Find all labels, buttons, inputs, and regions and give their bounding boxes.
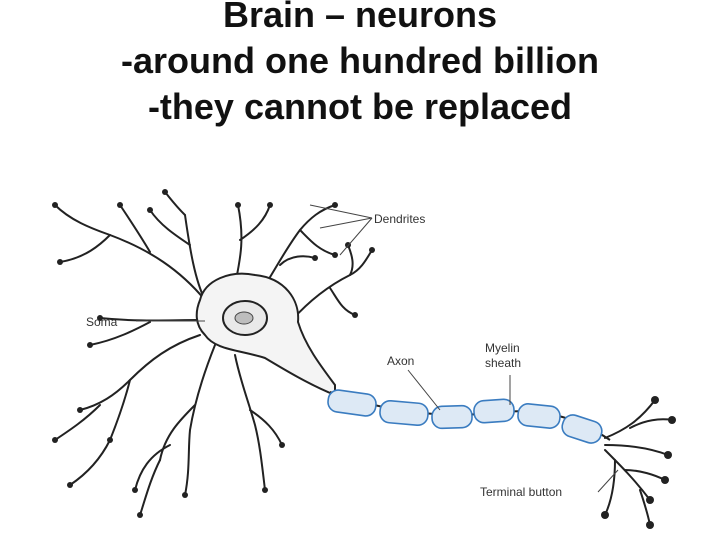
- terminal-buttons: [601, 396, 676, 529]
- title-line-3: -they cannot be replaced: [147, 86, 573, 127]
- slide-title: Brain – neurons -around one hundred bill…: [0, 0, 720, 130]
- label-soma: Soma: [86, 315, 118, 329]
- soma: [195, 272, 336, 397]
- dendrites: [54, 191, 373, 516]
- title-line-2: -around one hundred billion: [121, 40, 599, 81]
- title-line-1: Brain – neurons: [222, 0, 498, 35]
- label-terminal-button: Terminal button: [480, 485, 562, 499]
- label-leaders: [136, 204, 619, 493]
- myelin-sheath: [327, 389, 603, 444]
- label-axon: Axon: [387, 354, 414, 368]
- label-dendrites: Dendrites: [374, 212, 425, 226]
- axon-terminals: [604, 399, 673, 526]
- neuron-diagram: Dendrites Soma Axon Myelin sheath Termin…: [52, 189, 676, 529]
- label-myelin-line2: sheath: [485, 356, 521, 370]
- label-myelin-line1: Myelin: [485, 341, 520, 355]
- dendrite-spines: [52, 189, 375, 518]
